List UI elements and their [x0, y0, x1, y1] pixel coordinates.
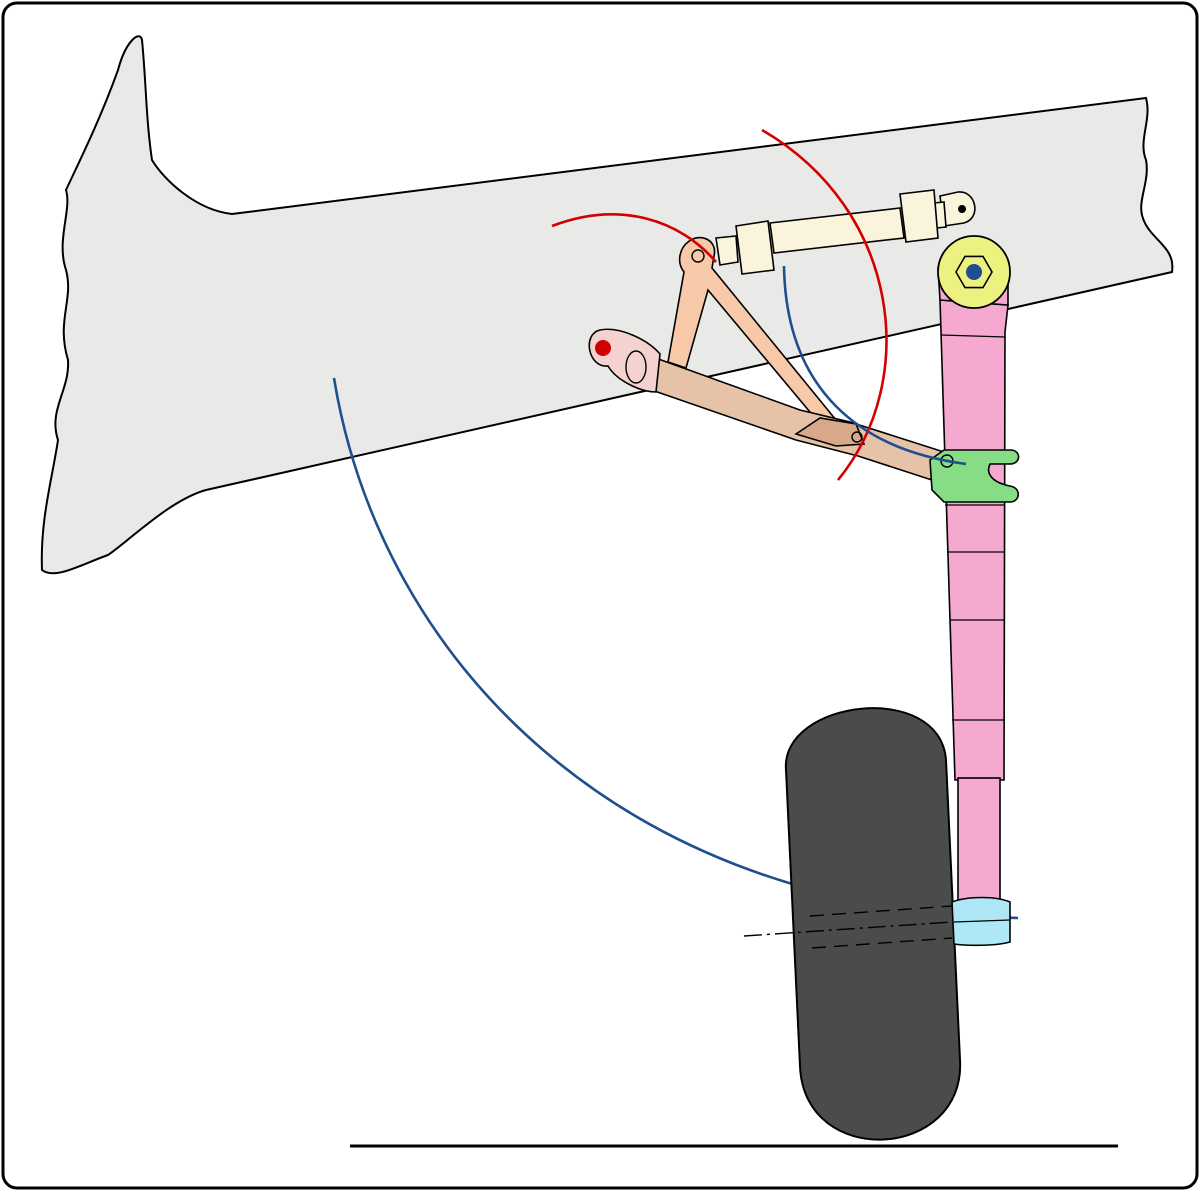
actuator-body — [769, 207, 905, 254]
retraction-arc-clamp — [782, 265, 967, 466]
knuckle-pin — [851, 431, 863, 443]
axle-hidden-line — [809, 905, 953, 917]
strut-segment-line — [940, 334, 1006, 338]
main-pivot-dot — [966, 264, 982, 280]
axle-centerline — [743, 921, 953, 937]
actuator-rod-end-pin — [958, 205, 966, 213]
wing-structure — [40, 35, 1174, 575]
axle-hidden-line — [811, 937, 953, 949]
actuator-cap-right — [899, 189, 939, 243]
actuator-neck — [715, 235, 739, 266]
wheel-tire — [784, 707, 962, 1141]
strut-lower-tube — [957, 777, 1001, 903]
brace-wing-pivot-dot — [595, 340, 611, 356]
side-brace-link — [667, 236, 837, 438]
brace-upper-pin — [691, 249, 705, 263]
axle-collar-line — [953, 919, 1011, 923]
actuator-rod-end — [939, 191, 976, 227]
drag-brace-knuckle — [794, 417, 866, 447]
swing-arc-link — [551, 213, 717, 263]
brace-bolt-head — [625, 350, 647, 384]
actuator-cap-left — [735, 220, 775, 275]
swing-arc-actuator — [761, 128, 888, 481]
retraction-actuator — [715, 189, 976, 275]
